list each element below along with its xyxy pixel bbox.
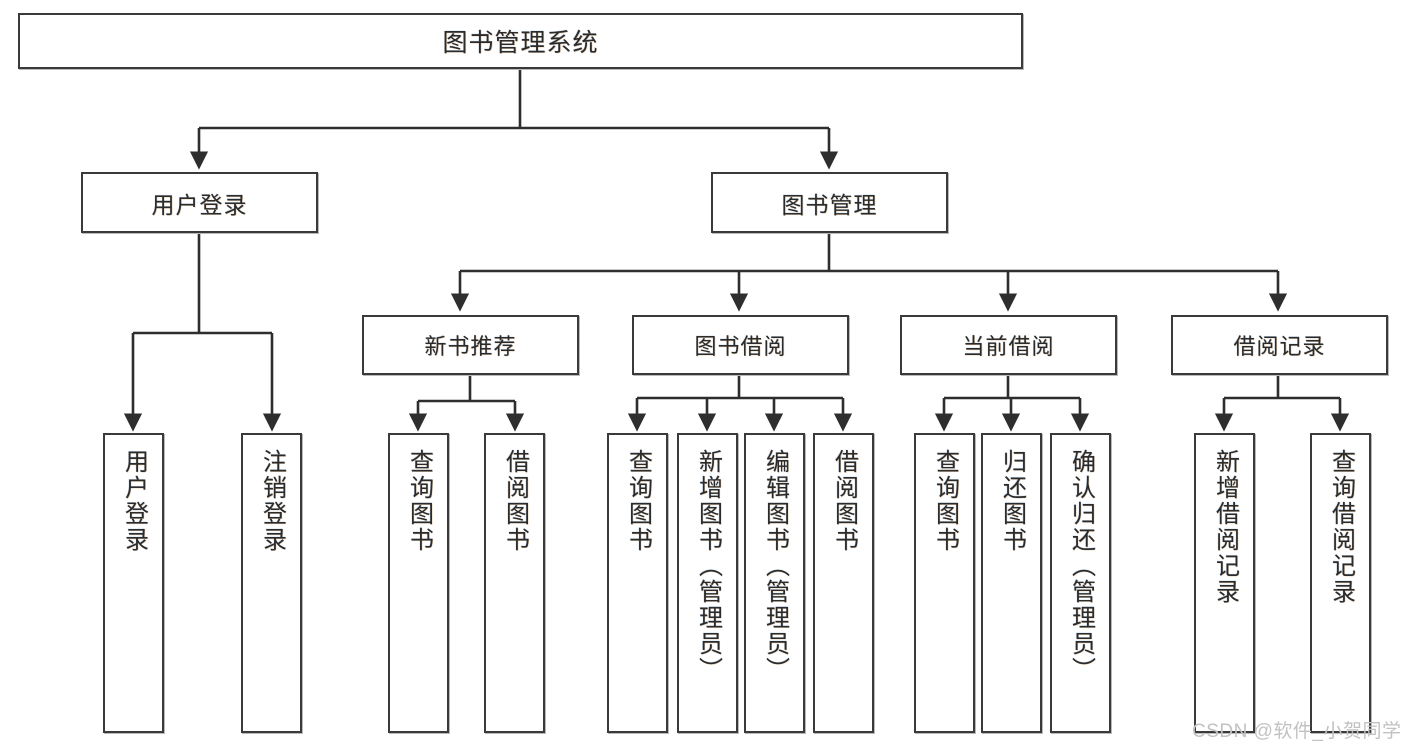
leaf-user-logout[interactable]: 注销登录 [241, 433, 302, 733]
node-label: 图书管理 [781, 191, 878, 218]
node-label: 图书借阅 [694, 334, 787, 359]
leaf-recommend-query-book[interactable]: 查询图书 [388, 433, 449, 733]
leaf-borrow-query-book[interactable]: 查询图书 [607, 433, 668, 733]
leaf-current-return-book[interactable]: 归还图书 [981, 433, 1042, 733]
leaf-recommend-borrow-book[interactable]: 借阅图书 [484, 433, 545, 733]
leaf-borrow-borrow-book[interactable]: 借阅图书 [813, 433, 874, 733]
node-label: 查询图书 [931, 449, 959, 553]
node-label: 新增图书（管理员） [694, 449, 722, 683]
watermark-text: CSDN @软件_小贺同学 [1192, 721, 1402, 742]
leaf-borrow-add-book-admin[interactable]: 新增图书（管理员） [677, 433, 738, 733]
node-borrow-record[interactable]: 借阅记录 [1171, 315, 1388, 375]
node-label: 借阅记录 [1233, 334, 1326, 359]
node-label: 查询图书 [624, 449, 652, 553]
leaf-current-confirm-return-admin[interactable]: 确认归还（管理员） [1050, 433, 1111, 733]
leaf-record-add-borrow-record[interactable]: 新增借阅记录 [1194, 433, 1255, 733]
node-label: 查询借阅记录 [1327, 449, 1355, 605]
node-label: 用户登录 [120, 449, 148, 553]
node-label: 查询图书 [405, 449, 433, 553]
node-label: 编辑图书（管理员） [761, 449, 789, 683]
node-root-system[interactable]: 图书管理系统 [18, 13, 1023, 69]
node-label: 用户登录 [151, 191, 248, 218]
node-label: 当前借阅 [962, 334, 1055, 359]
node-user-login[interactable]: 用户登录 [81, 172, 318, 233]
leaf-user-login[interactable]: 用户登录 [103, 433, 164, 733]
node-book-management[interactable]: 图书管理 [711, 172, 948, 233]
node-new-book-recommend[interactable]: 新书推荐 [362, 315, 579, 375]
node-book-borrow[interactable]: 图书借阅 [632, 315, 849, 375]
node-label: 确认归还（管理员） [1067, 449, 1095, 683]
node-label: 借阅图书 [501, 449, 529, 553]
node-label: 新书推荐 [424, 334, 517, 359]
leaf-record-query-borrow-record[interactable]: 查询借阅记录 [1310, 433, 1371, 733]
node-label: 注销登录 [258, 449, 286, 553]
node-label: 归还图书 [998, 449, 1026, 553]
leaf-current-query-book[interactable]: 查询图书 [914, 433, 975, 733]
leaf-borrow-edit-book-admin[interactable]: 编辑图书（管理员） [744, 433, 805, 733]
node-label: 图书管理系统 [442, 29, 599, 57]
node-label: 新增借阅记录 [1211, 449, 1239, 605]
node-current-borrow[interactable]: 当前借阅 [900, 315, 1117, 375]
node-label: 借阅图书 [830, 449, 858, 553]
